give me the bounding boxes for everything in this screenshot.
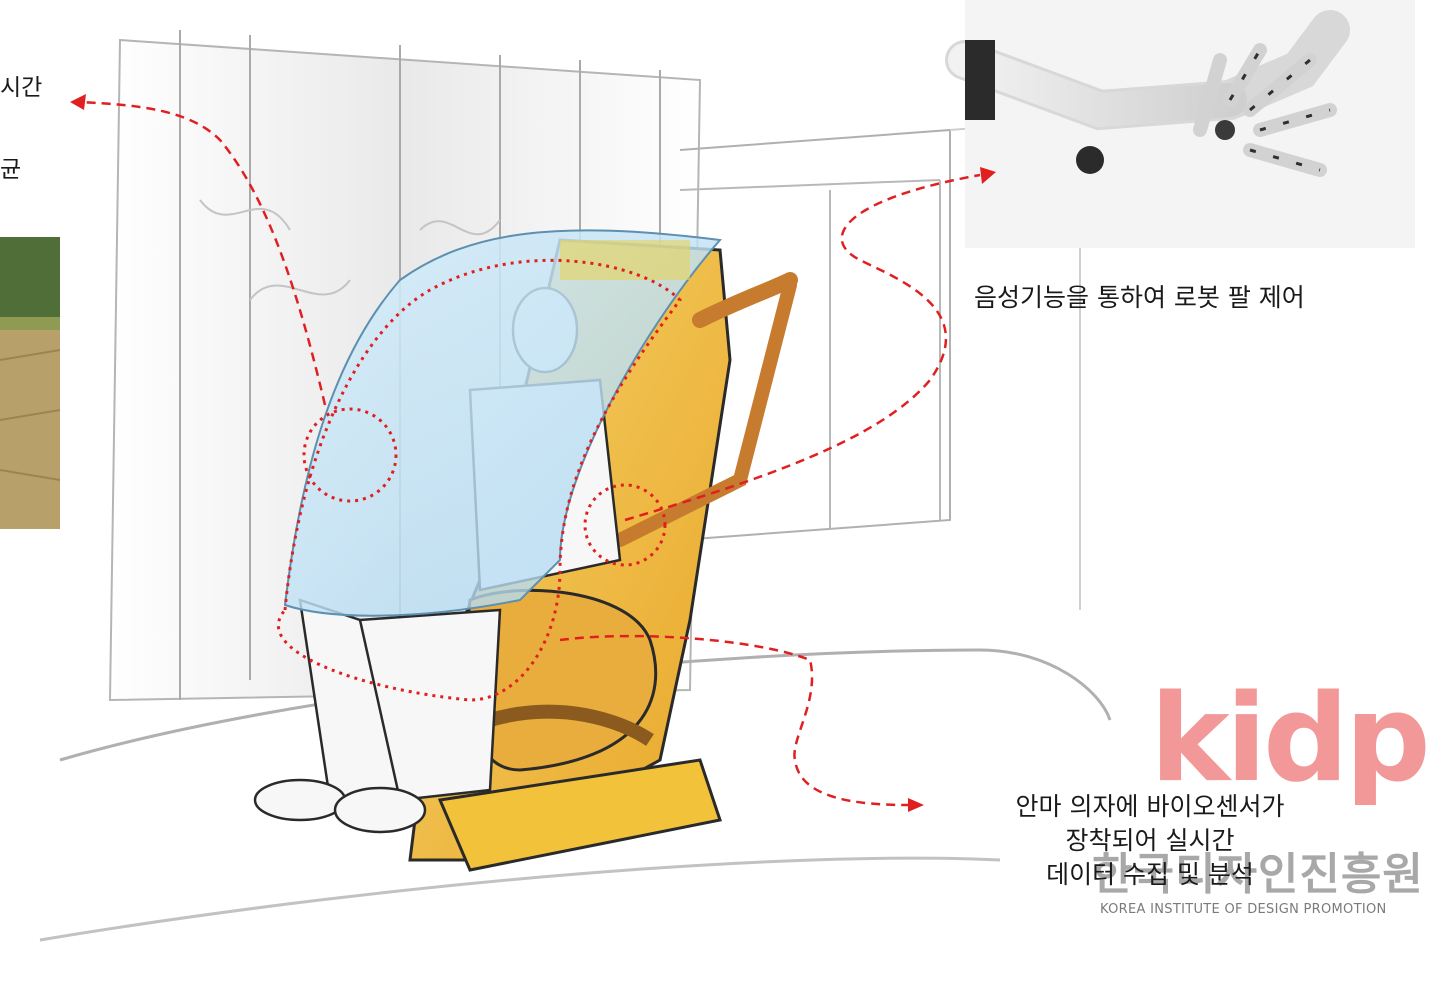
robot-arm-label: 음성기능을 통하여 로봇 팔 제어 <box>974 278 1305 314</box>
biosensor-label-line-3: 데이터 수집 및 분석 <box>960 858 1340 892</box>
biosensor-label: 안마 의자에 바이오센서가 장착되어 실시간 데이터 수집 및 분석 <box>960 790 1340 892</box>
biosensor-label-line-1: 안마 의자에 바이오센서가 <box>960 790 1340 824</box>
left-label-line-2: 균 <box>0 150 21 184</box>
kidp-logo: kidp <box>1150 680 1427 800</box>
left-label-line-1: 시간 <box>0 68 42 102</box>
kidp-subtitle: KOREA INSTITUTE OF DESIGN PROMOTION <box>1100 902 1387 917</box>
biosensor-label-line-2: 장착되어 실시간 <box>960 824 1340 858</box>
landscape-photo <box>0 237 60 529</box>
robot-arm-photo <box>965 0 1415 248</box>
